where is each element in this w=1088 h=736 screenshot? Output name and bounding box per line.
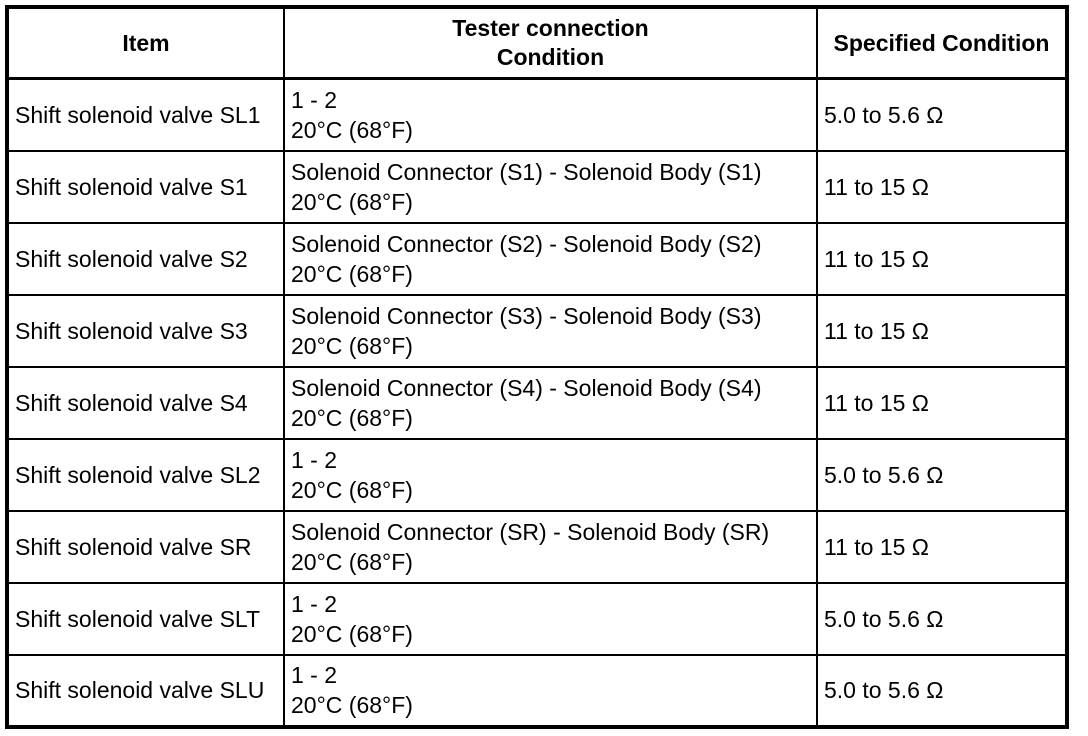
tester-connection-condition-cell: Solenoid Connector (S1) - Solenoid Body … bbox=[283, 149, 818, 224]
item-cell: Shift solenoid valve SLU bbox=[6, 653, 285, 728]
tester-connection-condition-cell: 1 - 2 20°C (68°F) bbox=[283, 581, 818, 656]
specified-condition-cell: 11 to 15 Ω bbox=[816, 221, 1068, 296]
specified-condition-cell: 5.0 to 5.6 Ω bbox=[816, 653, 1068, 728]
tester-connection-condition-cell: Solenoid Connector (S3) - Solenoid Body … bbox=[283, 293, 818, 368]
item-cell: Shift solenoid valve S2 bbox=[6, 221, 285, 296]
item-cell: Shift solenoid valve S3 bbox=[6, 293, 285, 368]
column-header-tester-connection-condition: Tester connection Condition bbox=[283, 6, 818, 80]
tester-connection-condition-cell: 1 - 2 20°C (68°F) bbox=[283, 437, 818, 512]
item-cell: Shift solenoid valve S4 bbox=[6, 365, 285, 440]
shift-solenoid-spec-table: Item Tester connection Condition Specifi… bbox=[5, 5, 1069, 729]
item-cell: Shift solenoid valve SLT bbox=[6, 581, 285, 656]
tester-connection-condition-cell: Solenoid Connector (S2) - Solenoid Body … bbox=[283, 221, 818, 296]
specified-condition-cell: 5.0 to 5.6 Ω bbox=[816, 581, 1068, 656]
tester-connection-condition-cell: 1 - 2 20°C (68°F) bbox=[283, 77, 818, 152]
tester-connection-condition-cell: Solenoid Connector (SR) - Solenoid Body … bbox=[283, 509, 818, 584]
column-header-specified-condition: Specified Condition bbox=[816, 6, 1068, 80]
tester-connection-condition-cell: Solenoid Connector (S4) - Solenoid Body … bbox=[283, 365, 818, 440]
item-cell: Shift solenoid valve SL1 bbox=[6, 77, 285, 152]
specified-condition-cell: 5.0 to 5.6 Ω bbox=[816, 437, 1068, 512]
specified-condition-cell: 11 to 15 Ω bbox=[816, 509, 1068, 584]
tester-connection-condition-cell: 1 - 2 20°C (68°F) bbox=[283, 653, 818, 728]
item-cell: Shift solenoid valve SL2 bbox=[6, 437, 285, 512]
header-row: Item Tester connection Condition Specifi… bbox=[6, 6, 1068, 80]
specified-condition-cell: 5.0 to 5.6 Ω bbox=[816, 77, 1068, 152]
item-cell: Shift solenoid valve SR bbox=[6, 509, 285, 584]
specified-condition-cell: 11 to 15 Ω bbox=[816, 365, 1068, 440]
specified-condition-cell: 11 to 15 Ω bbox=[816, 149, 1068, 224]
specified-condition-cell: 11 to 15 Ω bbox=[816, 293, 1068, 368]
column-header-item: Item bbox=[6, 6, 285, 80]
item-cell: Shift solenoid valve S1 bbox=[6, 149, 285, 224]
